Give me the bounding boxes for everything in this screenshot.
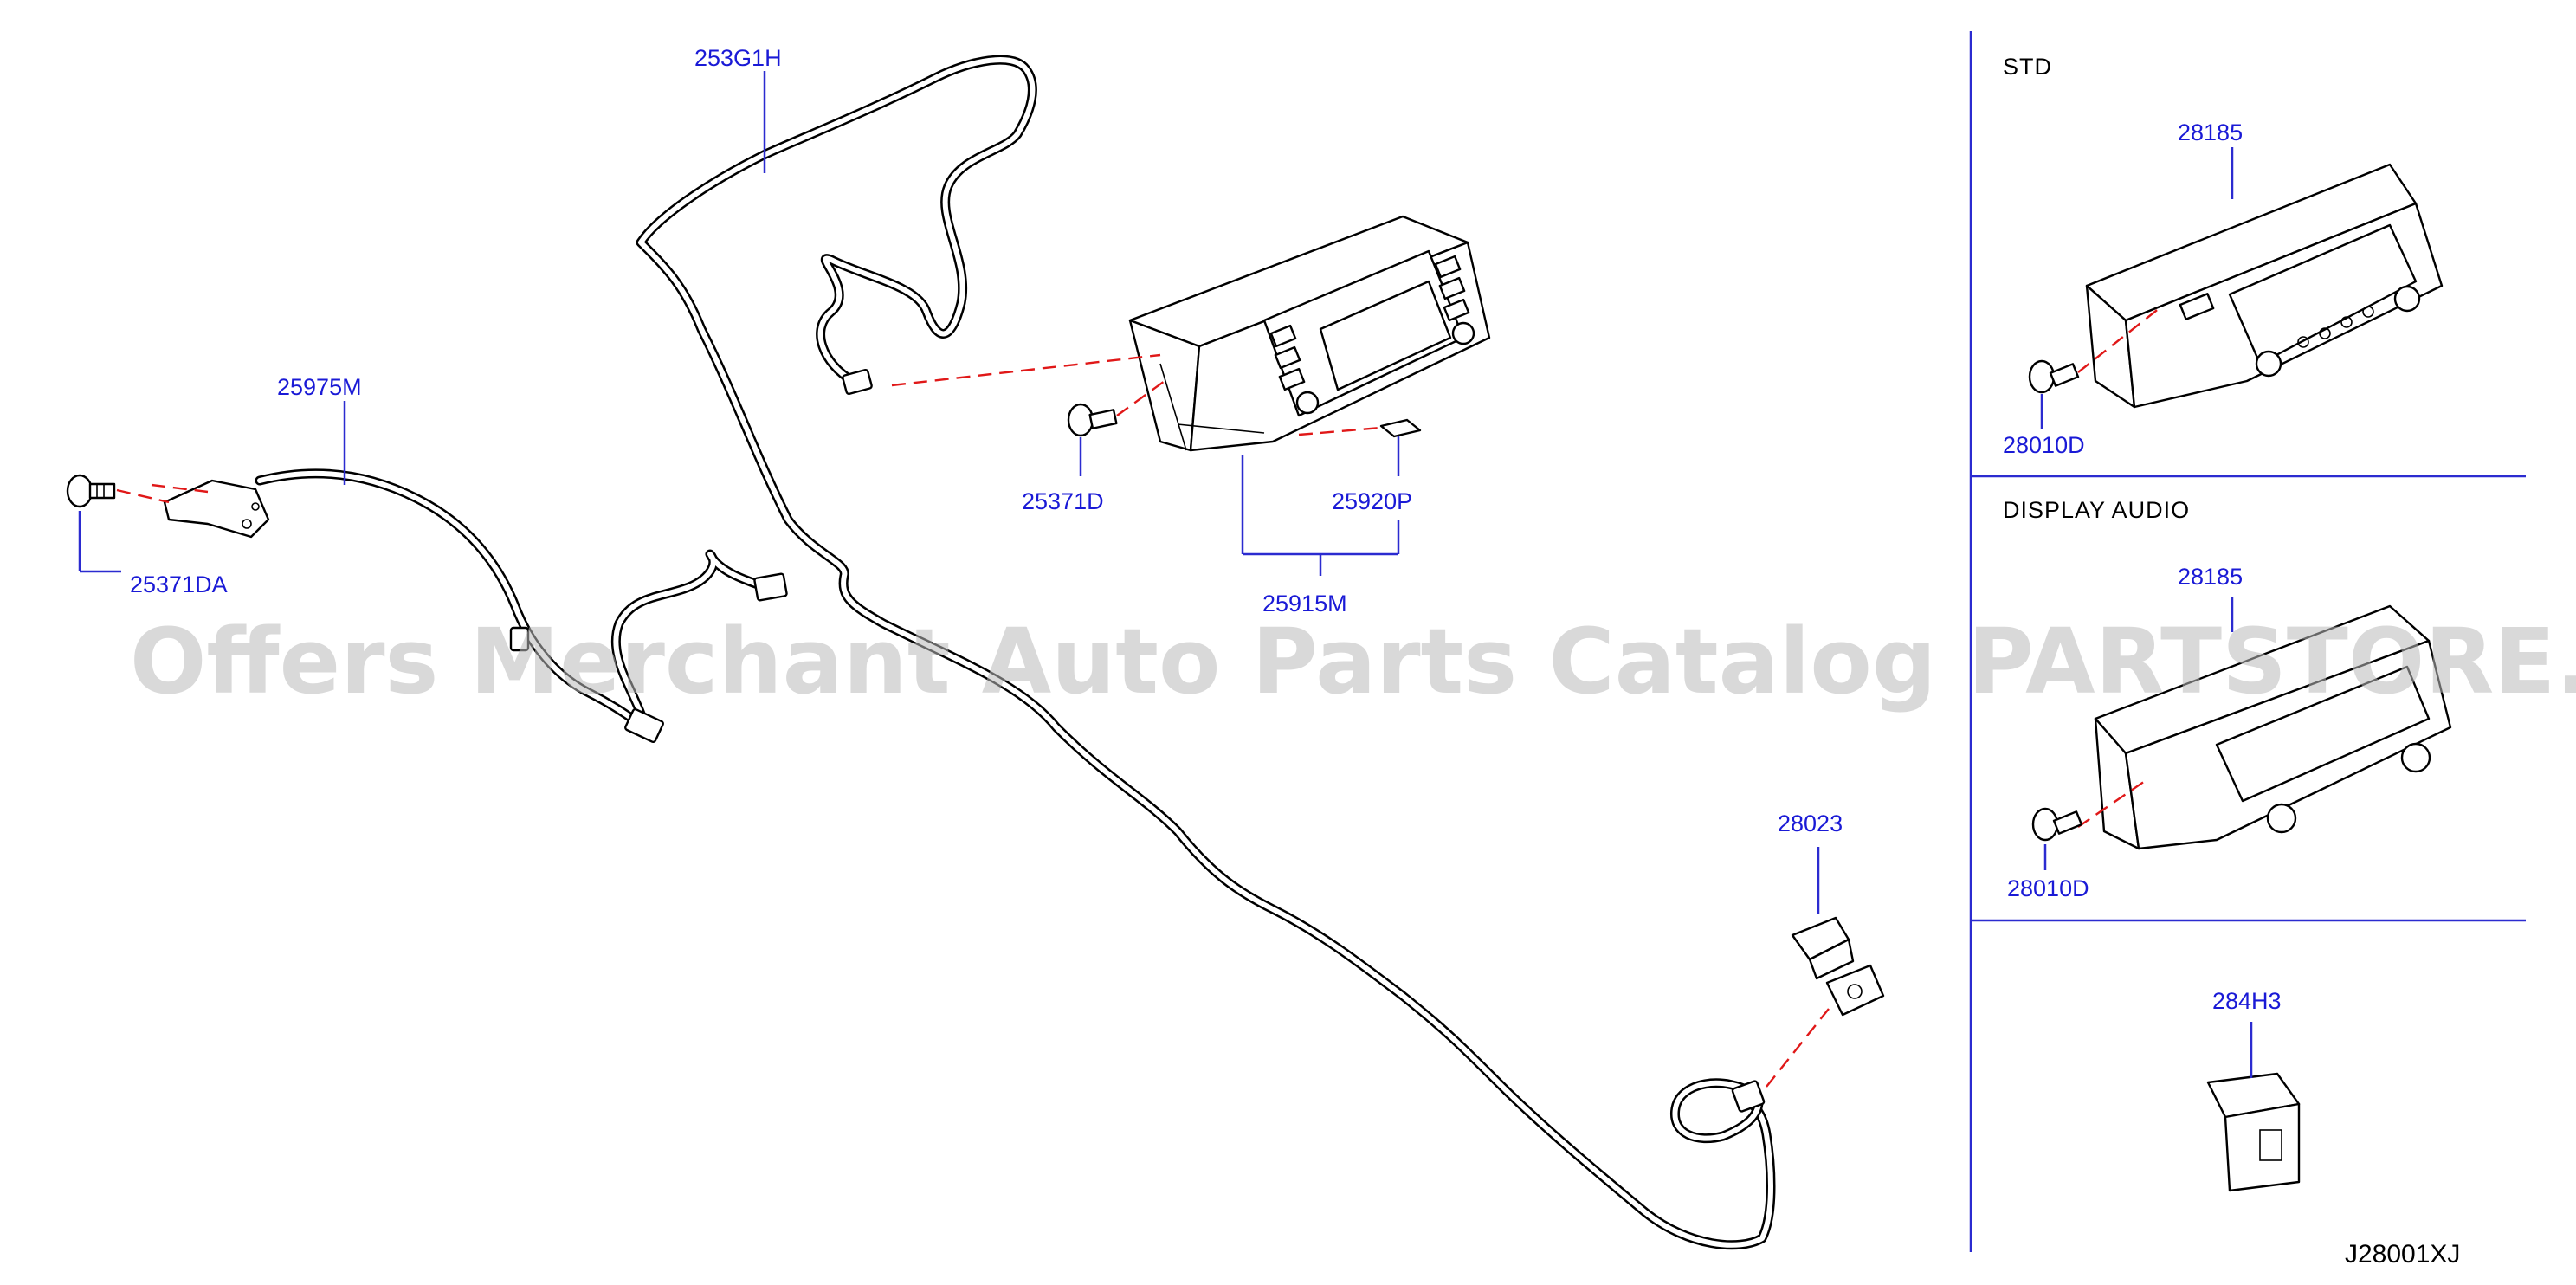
antenna-cable-253G1H — [636, 55, 1776, 1250]
leader-lines — [78, 71, 2253, 1078]
harness-connector-a — [624, 707, 664, 744]
screw-25371DA — [66, 474, 209, 508]
av-unit-screen — [1319, 280, 1452, 391]
harness-25975M — [163, 468, 788, 744]
section-display-audio-label: DISPLAY AUDIO — [2003, 497, 2190, 523]
label-28010D-std[interactable]: 28010D — [2003, 432, 2085, 458]
label-25975M[interactable]: 25975M — [277, 374, 362, 400]
label-25371D[interactable]: 25371D — [1022, 488, 1104, 514]
display-audio-unit-28185 — [2031, 604, 2452, 850]
label-28185-std[interactable]: 28185 — [2178, 119, 2243, 145]
av-unit-25915M — [891, 215, 1491, 452]
screw-25371D — [1067, 380, 1165, 437]
label-28010D-display-audio[interactable]: 28010D — [2007, 875, 2089, 901]
label-253G1H[interactable]: 253G1H — [694, 45, 782, 71]
usb-jack-28023 — [1766, 916, 1885, 1088]
antenna-connector-head — [842, 368, 873, 396]
switch-284H3 — [2206, 1072, 2301, 1192]
label-284H3[interactable]: 284H3 — [2212, 988, 2282, 1014]
panel-dividers — [1969, 31, 2526, 1252]
std-unit-28185 — [2028, 163, 2444, 409]
label-28185-display-audio[interactable]: 28185 — [2178, 564, 2243, 590]
harness-clip — [509, 626, 530, 652]
antenna-connector-tail — [1731, 1080, 1766, 1113]
label-25915M[interactable]: 25915M — [1262, 591, 1347, 617]
harness-connector-b — [753, 572, 788, 602]
label-25371DA[interactable]: 25371DA — [130, 571, 228, 597]
section-std-label: STD — [2003, 54, 2052, 80]
diagram-code: J28001XJ — [2345, 1240, 2460, 1269]
watermark-text: Offers Merchant Auto Parts Catalog PARTS… — [130, 609, 2576, 714]
part-25920P — [1298, 418, 1422, 438]
label-28023[interactable]: 28023 — [1778, 810, 1843, 836]
label-25920P[interactable]: 25920P — [1332, 488, 1412, 514]
